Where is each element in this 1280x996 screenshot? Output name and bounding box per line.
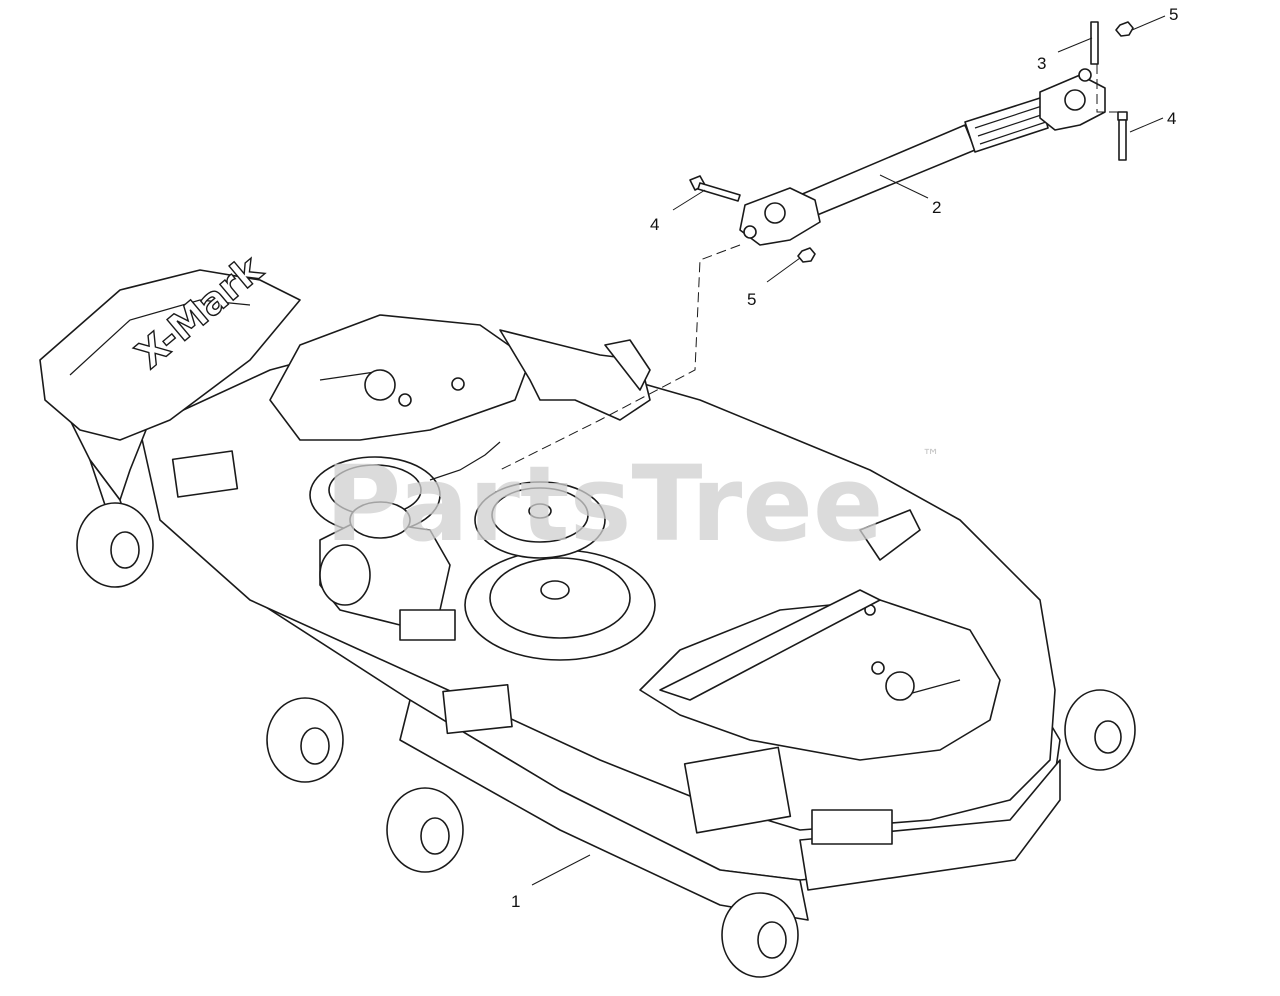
callout-label: 4 <box>1167 109 1176 128</box>
callout-2: 2 <box>879 174 941 217</box>
spindle-pulley-large <box>464 549 656 661</box>
callout-4-rear: 4 <box>1129 109 1176 133</box>
callout-4-front: 4 <box>650 189 706 234</box>
watermark-text: PartsTree <box>325 443 883 565</box>
pto-drive-shaft[interactable] <box>739 68 1106 246</box>
nut[interactable] <box>797 21 1134 263</box>
gearbox <box>319 501 451 626</box>
callout-label: 4 <box>650 215 659 234</box>
assembly-line-rear <box>1096 64 1123 113</box>
roll-pin[interactable] <box>1090 21 1099 65</box>
callout-label: 2 <box>932 198 941 217</box>
callout-3: 3 <box>1037 37 1093 73</box>
callout-label: 3 <box>1037 54 1046 73</box>
callout-5-front: 5 <box>747 257 801 309</box>
callout-label: 5 <box>1169 5 1178 24</box>
callout-label: 5 <box>747 290 756 309</box>
watermark-trademark: ™ <box>922 446 940 467</box>
caster-wheel <box>76 502 1136 978</box>
callout-5-rear: 5 <box>1131 5 1178 31</box>
mower-deck[interactable]: X-Mark <box>39 246 1136 978</box>
callout-label: 1 <box>511 892 520 911</box>
assembly-line-front <box>499 244 741 471</box>
bolt[interactable] <box>689 111 1128 202</box>
callout-1: 1 <box>511 854 591 911</box>
spindle-pulley-center <box>474 481 606 559</box>
